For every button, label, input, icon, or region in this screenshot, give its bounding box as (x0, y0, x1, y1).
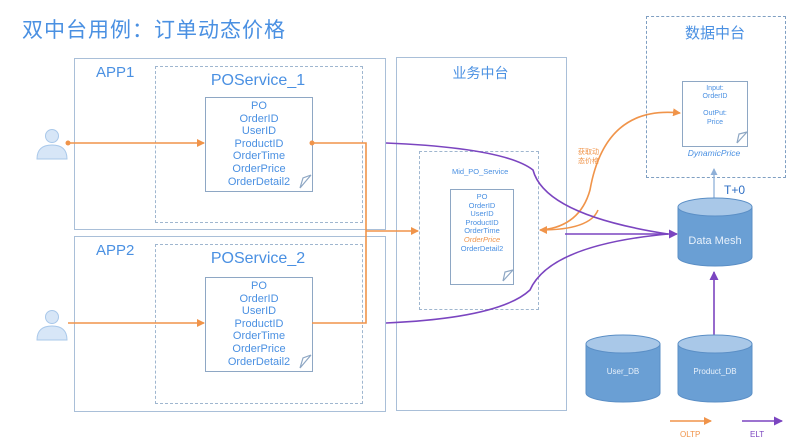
user-db-database-icon (585, 334, 661, 403)
app1-label: APP1 (96, 64, 135, 81)
page-title: 双中台用例：订单动态价格 (22, 18, 286, 42)
elt-line-app1-to-mesh (385, 142, 669, 235)
business-platform-label: 业务中台 (452, 66, 509, 82)
mid-doc-field: PO (476, 192, 488, 201)
poservice2-label: POService_2 (210, 250, 306, 267)
poservice1-container (155, 66, 363, 223)
app2-doc-field: OrderTime (232, 330, 286, 343)
app1-doc-field: OrderID (239, 112, 279, 125)
data-mesh-database-icon (677, 197, 753, 267)
oltp-arrow-price-return (539, 209, 599, 234)
mid-doc-field: OrderTime (464, 226, 500, 236)
user-icon-app2 (36, 310, 68, 341)
poservice1-label: POService_1 (210, 72, 306, 89)
fetch-price-label-line1: 获取动 (578, 148, 599, 156)
user-icon-app1 (36, 129, 68, 160)
doc-corner-dp (736, 131, 748, 144)
app1-doc-field: UserID (241, 125, 277, 138)
data-platform-label: 数据中台 (684, 24, 745, 42)
dynamic-price-document: Input:OrderID OutPut:Price (682, 81, 748, 147)
dynamic-price-doc-field: Price (707, 118, 723, 126)
dynamic-price-doc-field: OutPut: (703, 110, 727, 118)
oltp-line-doc1-out (312, 142, 367, 324)
dynamic-price-caption: DynamicPrice (687, 148, 741, 158)
product-db-label: Product_DB (693, 367, 737, 376)
app1-container (74, 58, 386, 230)
app2-doc-field: PO (251, 280, 267, 292)
app2-label: APP2 (96, 242, 135, 259)
fetch-price-label: 获取动 态价格 (578, 148, 599, 166)
app2-doc-field: ProductID (234, 317, 284, 330)
mid-doc-field: OrderID (468, 200, 496, 210)
app1-doc-field: ProductID (234, 137, 284, 150)
legend-elt-label: ELT (750, 430, 765, 439)
app1-doc-field: PO (251, 100, 267, 112)
app2-doc-field: OrderID (239, 292, 279, 305)
doc-corner-mid (502, 269, 514, 282)
mid-doc-field: OrderDetail2 (460, 243, 504, 253)
app2-container (74, 236, 386, 412)
oltp-arrow-fetch-dynamic-price (541, 108, 681, 231)
data-mesh-label: Data Mesh (688, 235, 742, 247)
dynamic-price-doc-field: Input: (706, 85, 724, 92)
app2-doc-field: OrderPrice (232, 342, 286, 355)
mid-doc-field: OrderPrice (463, 234, 501, 244)
doc-corner-app1 (299, 174, 312, 189)
app2-doc-field: UserID (241, 305, 277, 318)
fetch-price-label-line2: 态价格 (578, 157, 599, 165)
mid-doc-field: UserID (470, 209, 494, 219)
dynamic-price-doc-field: OrderID (702, 93, 728, 101)
elt-line-app2-to-mesh (385, 233, 669, 324)
mid-doc-field: ProductID (465, 217, 499, 227)
data-platform-container (646, 16, 786, 178)
user-db-label: User_DB (606, 367, 640, 376)
mid-po-service-label: Mid_PO_Service (452, 167, 509, 176)
sync-label: T+0 (724, 183, 746, 197)
app1-doc-field: OrderDetail2 (227, 175, 291, 188)
doc-corner-app2 (299, 354, 312, 369)
legend-oltp-label: OLTP (680, 430, 701, 439)
app1-doc-field: OrderPrice (232, 162, 286, 175)
app2-doc-field: OrderDetail2 (227, 355, 291, 368)
product-db-database-icon (677, 334, 753, 403)
poservice2-container (155, 244, 363, 404)
app1-doc-field: OrderTime (232, 150, 286, 163)
